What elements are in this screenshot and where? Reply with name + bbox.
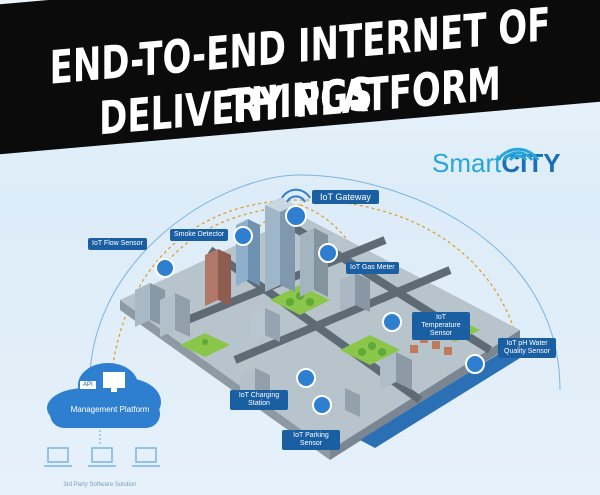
smoke-detector-icon — [233, 226, 253, 246]
third-party-laptops — [44, 447, 160, 467]
ph-sensor-icon — [465, 354, 485, 374]
label-iot-parking-sensor: IoT Parking Sensor — [282, 430, 340, 450]
third-party-label: 3rd Party Software Solution — [63, 482, 137, 488]
label-iot-flow-sensor: IoT Flow Sensor — [88, 238, 147, 250]
temperature-sensor-icon — [382, 312, 402, 332]
management-platform-label: Management Platform — [70, 405, 150, 414]
label-iot-temperature-sensor: IoT Temperature Sensor — [412, 312, 470, 340]
city-base-edge-left — [120, 300, 330, 460]
block-mid — [250, 273, 370, 342]
sensor-icons — [155, 205, 485, 415]
label-iot-charging-station: IoT Charging Station — [230, 390, 288, 410]
logo-part-smart: Smart — [432, 148, 502, 178]
flow-sensor-icon — [155, 258, 175, 278]
tower-brick — [205, 249, 231, 306]
api-badge: API — [80, 381, 96, 389]
river — [360, 350, 520, 448]
label-smoke-detector: Smoke Detector — [170, 229, 229, 241]
label-iot-gas-meter: IoT Gas Meter — [346, 262, 399, 274]
gateway-wifi-icon — [281, 188, 311, 203]
gateway-sensor-icon — [285, 205, 307, 227]
label-iot-ph-sensor: IoT pH Water Quality Sensor — [498, 338, 556, 358]
parking-sensor-icon — [312, 395, 332, 415]
blue-arcs — [89, 174, 561, 401]
trees — [202, 292, 458, 356]
charging-station-icon — [296, 368, 316, 388]
tower-right — [300, 228, 328, 297]
wifi-signal-icon — [496, 147, 540, 162]
label-iot-gateway: IoT Gateway — [312, 190, 379, 204]
block-left — [135, 283, 190, 337]
computer-icon — [103, 372, 125, 392]
gas-meter-icon — [318, 243, 338, 263]
